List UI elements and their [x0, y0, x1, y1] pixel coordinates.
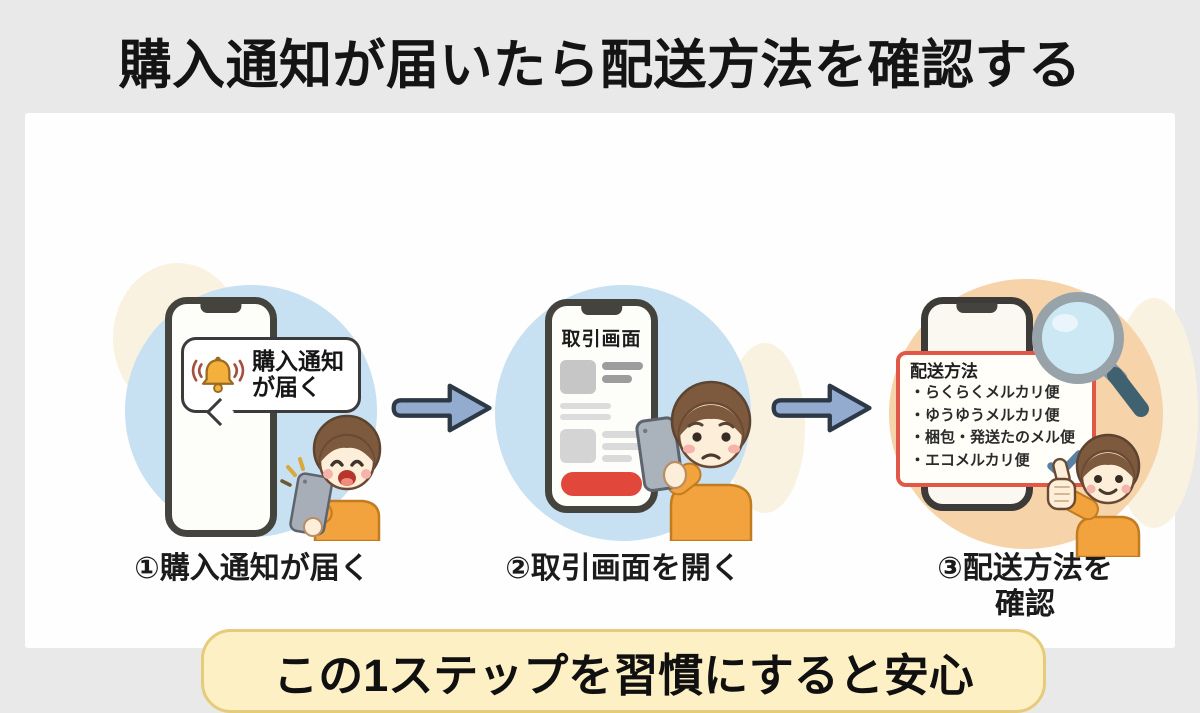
notification-text: 購入通知 が届く	[252, 348, 344, 400]
text-placeholder	[602, 443, 643, 450]
phone-notch	[956, 303, 998, 313]
step1-caption: ①購入通知が届く	[134, 552, 370, 585]
text-placeholder	[602, 362, 643, 370]
phone-notch	[200, 303, 242, 313]
thumbnail-placeholder	[560, 429, 596, 463]
step2-phone-illustration: 取引画面	[545, 299, 658, 513]
shipping-method-item: ・らくらくメルカリ便	[910, 384, 1060, 402]
text-placeholder	[602, 431, 643, 438]
arrow-right-icon	[769, 379, 877, 437]
page-title: 購入通知が届いたら配送方法を確認する	[118, 36, 1082, 95]
transaction-screen-title: 取引画面	[561, 329, 642, 350]
step3-caption: ③配送方法を 確認	[937, 552, 1113, 621]
shipping-method-item: ・梱包・発送たのメル便	[910, 429, 1076, 447]
infographic-page: 購入通知が届いたら配送方法を確認する	[25, 36, 1198, 713]
listing-row	[560, 429, 643, 463]
content-card: 購入通知 が届く	[25, 113, 1198, 713]
boy-character-worried	[631, 377, 761, 543]
shipping-method-item: ・エコメルカリ便	[910, 451, 1030, 469]
boy-character-happy	[279, 413, 391, 543]
listing-row	[560, 360, 643, 394]
thumbnail-placeholder	[560, 360, 596, 394]
transaction-screen: 取引画面	[552, 306, 651, 506]
text-placeholder	[602, 455, 632, 462]
notification-bubble: 購入通知 が届く	[181, 337, 361, 427]
bell-icon	[190, 349, 246, 401]
summary-banner: この1ステップを習慣にすると安心	[201, 629, 1046, 713]
phone-notch	[580, 305, 623, 315]
magnifier-icon	[1023, 283, 1163, 435]
shipping-method-item: ・ゆうゆうメルカリ便	[910, 406, 1060, 424]
step2-caption: ②取引画面を開く	[505, 552, 741, 585]
arrow-right-icon	[389, 379, 497, 437]
text-lines-placeholder	[560, 403, 643, 420]
action-button-placeholder	[561, 472, 642, 496]
boy-character-thumbs-up	[1031, 433, 1153, 559]
shipping-panel-title: 配送方法	[910, 362, 978, 381]
text-placeholder	[602, 375, 632, 383]
